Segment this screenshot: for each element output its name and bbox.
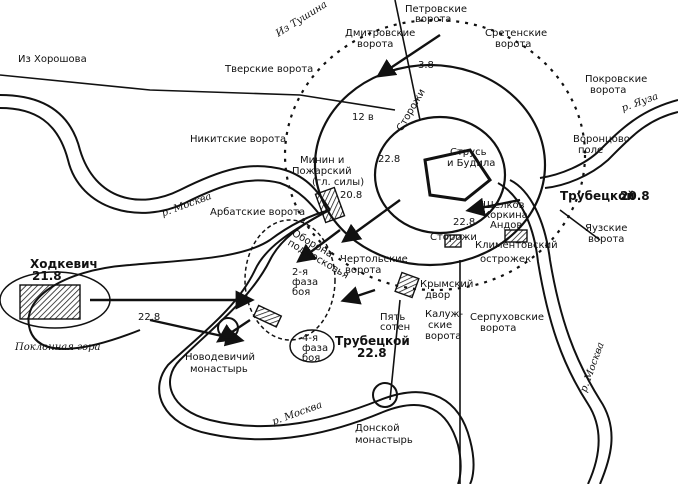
date-22-8-a: 22.8 (378, 154, 400, 165)
river-loop-west (27, 209, 331, 350)
date-20-8-b: 20.8 (620, 189, 650, 203)
label-kaluzhskie-2: ские (428, 320, 452, 331)
label-minin-1: Минин и (300, 155, 344, 166)
label-faza2-2: фаза (292, 277, 318, 288)
label-serpukhovskie-2: ворота (480, 323, 516, 334)
date-22-8-b: 22.8 (453, 217, 475, 228)
label-kaluzhskie-1: Калуж- (425, 309, 464, 320)
label-shchelkov-1: Щелков (483, 200, 525, 211)
label-sretenskie-1: Сретенские (485, 28, 547, 39)
label-faza2-3: боя (292, 287, 310, 298)
label-vorontsovo-1: Воронцово (573, 134, 630, 145)
label-iz-khoroshova: Из Хорошова (18, 54, 87, 65)
label-yauzskie-2: ворота (588, 234, 624, 245)
label-strus-1: Струсь (450, 147, 487, 158)
label-yauzskie-1: Яузские (585, 223, 627, 234)
label-chertolskie-1: Чертольские (340, 254, 408, 265)
label-kaluzhskie-3: ворота (425, 331, 461, 342)
label-arbatskie: Арбатские ворота (210, 207, 305, 218)
yauza-river (539, 99, 678, 189)
label-faza4-2: фаза (302, 343, 328, 354)
label-storozhi-lower: Сторожи (430, 232, 477, 243)
label-donskoy-1: Донской (355, 423, 400, 434)
label-kliment-1: Климентовский (475, 240, 558, 251)
white-city-wall (283, 18, 587, 292)
label-chertolskie-2: ворота (345, 265, 381, 276)
label-trubetskoy-sw: Трубецкой (335, 334, 410, 348)
date-3-8: 3.8 (418, 60, 434, 71)
troop-arrows (90, 34, 521, 347)
label-faza4-1: 4-я (302, 333, 318, 344)
date-22-8-c: 22.8 (138, 312, 160, 323)
label-khodkevich: Ходкевич (30, 257, 98, 271)
label-faza4-3: боя (302, 353, 320, 364)
label-trubetskoy-east: Трубецкой (560, 189, 635, 203)
khodkevich-camp (0, 271, 111, 329)
label-vorontsovo-2: поле (578, 145, 603, 156)
phase-areas (244, 219, 336, 363)
date-12-8: 12 в (352, 112, 374, 123)
label-petrovskie-2: ворота (415, 14, 451, 25)
label-krymsky-1: Крымский (420, 279, 473, 290)
kremlin (423, 148, 493, 202)
label-dmitrovskie-1: Дмитровские (345, 28, 415, 39)
label-novodevichy-2: монастырь (190, 364, 248, 375)
label-strus-2: и Будила (447, 158, 495, 169)
date-21-8: 21.8 (32, 269, 62, 283)
label-novodevichy-1: Новодевичий (185, 352, 255, 363)
label-faza2-1: 2-я (292, 267, 308, 278)
date-20-8-a: 20.8 (340, 190, 362, 201)
label-pokrovskie-2: ворота (590, 85, 626, 96)
label-iz-tushina: Из Тушина (273, 0, 329, 40)
positions (217, 186, 528, 408)
label-storozhi-arc: Сторожи (395, 87, 428, 133)
label-nikitskie: Никитские ворота (190, 134, 286, 145)
label-sretenskie-2: ворота (495, 39, 531, 50)
label-shchelkov-2: Коркина (483, 210, 528, 221)
label-petrovskie-1: Петровские (405, 4, 467, 15)
label-tverskie: Тверские ворота (224, 64, 313, 75)
label-minin-2: Пожарский (292, 166, 352, 177)
label-pyat-soten-1: Пять (380, 312, 405, 323)
date-22-8-d: 22.8 (357, 346, 387, 360)
label-donskoy-2: монастырь (355, 435, 413, 446)
label-glsily: (гл. силы) (312, 177, 364, 188)
label-krymsky-2: двор (425, 290, 450, 301)
label-kliment-2: острожек (480, 254, 531, 265)
label-dmitrovskie-2: ворота (357, 39, 393, 50)
label-serpukhovskie-1: Серпуховские (470, 312, 544, 323)
label-pokrovskie-1: Покровские (585, 74, 647, 85)
label-poklonnaya: Поклонная гора (14, 342, 101, 353)
label-pyat-soten-2: сотен (380, 322, 410, 333)
label-shchelkov-3: Андов (490, 220, 522, 231)
roads (0, 0, 601, 484)
